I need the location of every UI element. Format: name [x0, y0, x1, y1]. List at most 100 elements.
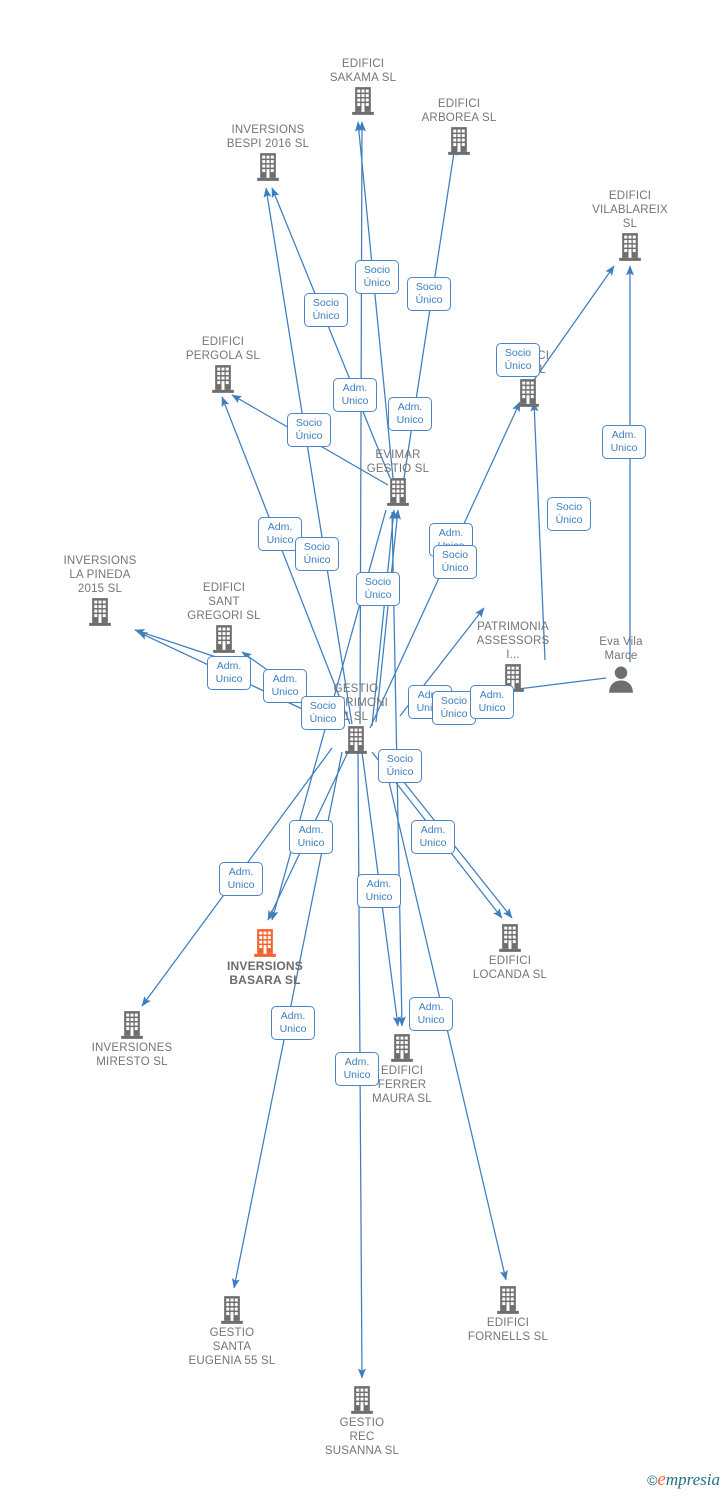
building-icon[interactable]	[30, 597, 170, 627]
graph-node-locanda[interactable]: EDIFICI LOCANDA SL	[440, 923, 580, 982]
building-icon	[499, 924, 521, 952]
relationship-tag[interactable]: Adm. Unico	[219, 862, 263, 896]
graph-node-vilablareix[interactable]: EDIFICI VILABLAREIX SL	[560, 189, 700, 262]
relationship-tag[interactable]: Adm. Unico	[470, 685, 514, 719]
relationship-tag[interactable]: Socio Único	[407, 277, 451, 311]
building-icon	[257, 153, 279, 181]
relationship-tag[interactable]: Adm. Unico	[388, 397, 432, 431]
relationship-tag[interactable]: Adm. Unico	[409, 997, 453, 1031]
building-icon	[345, 726, 367, 754]
graph-node-bespi[interactable]: INVERSIONS BESPI 2016 SL	[198, 123, 338, 182]
relationship-tag[interactable]: Socio Único	[433, 545, 477, 579]
graph-node-label: INVERSIONES MIRESTO SL	[91, 1042, 173, 1068]
empresia-watermark: ©empresia	[647, 1469, 720, 1490]
building-icon	[517, 379, 539, 407]
graph-node-label: EVIMAR GESTIO SL	[366, 449, 430, 475]
relationship-tag[interactable]: Socio Único	[356, 572, 400, 606]
building-icon[interactable]	[440, 923, 580, 953]
relationship-tag[interactable]: Adm. Unico	[333, 378, 377, 412]
relationship-tag[interactable]: Socio Único	[496, 343, 540, 377]
building-icon	[89, 598, 111, 626]
relationship-tag[interactable]: Adm. Unico	[411, 820, 455, 854]
graph-node-evavila[interactable]: Eva Vila Marce	[551, 635, 691, 694]
building-icon	[212, 365, 234, 393]
building-icon	[121, 1011, 143, 1039]
person-icon	[609, 666, 633, 693]
graph-node-evimar[interactable]: EVIMAR GESTIO SL	[328, 448, 468, 507]
relationship-tag[interactable]: Adm. Unico	[207, 656, 251, 690]
building-icon	[254, 929, 276, 957]
graph-node-label: EDIFICI SAKAMA SL	[329, 58, 397, 84]
building-icon	[221, 1296, 243, 1324]
building-icon[interactable]	[154, 624, 294, 654]
relationship-tag[interactable]: Adm. Unico	[357, 874, 401, 908]
building-icon	[391, 1034, 413, 1062]
relationship-edge	[357, 121, 366, 725]
graph-node-label: EDIFICI PERGOLA SL	[185, 336, 261, 362]
graph-node-label: INVERSIONS BASARA SL	[226, 959, 303, 987]
building-icon[interactable]	[332, 1033, 472, 1063]
building-icon[interactable]	[195, 928, 335, 958]
graph-node-ferrermaura[interactable]: EDIFICI FERRER MAURA SL	[332, 1033, 472, 1106]
building-icon[interactable]	[286, 725, 426, 755]
watermark-brand-initial: e	[657, 1469, 666, 1490]
graph-node-santgregori[interactable]: EDIFICI SANT GREGORI SL	[154, 581, 294, 654]
building-icon[interactable]	[458, 378, 598, 408]
building-icon[interactable]	[198, 152, 338, 182]
graph-node-label: EDIFICI VILABLAREIX SL	[592, 190, 668, 230]
graph-node-label: EDIFICI SANT GREGORI SL	[187, 582, 261, 622]
building-icon	[448, 127, 470, 155]
building-icon[interactable]	[153, 364, 293, 394]
relationship-tag[interactable]: Socio Único	[547, 497, 591, 531]
building-icon[interactable]	[389, 126, 529, 156]
graph-node-label: INVERSIONS LA PINEDA 2015 SL	[63, 555, 137, 595]
relationship-tag[interactable]: Adm. Unico	[271, 1006, 315, 1040]
graph-node-miresto[interactable]: INVERSIONES MIRESTO SL	[62, 1010, 202, 1069]
building-icon[interactable]	[560, 232, 700, 262]
relationship-tag[interactable]: Socio Único	[287, 413, 331, 447]
relationship-tag[interactable]: Socio Único	[301, 696, 345, 730]
relationship-tag[interactable]: Adm. Unico	[289, 820, 333, 854]
building-icon	[619, 233, 641, 261]
relationship-tag[interactable]: Socio Único	[304, 293, 348, 327]
relationship-tag[interactable]: Adm. Unico	[602, 425, 646, 459]
copyright-icon: ©	[647, 1472, 658, 1488]
graph-node-label: GESTIO REC SUSANNA SL	[324, 1417, 400, 1457]
building-icon	[497, 1286, 519, 1314]
graph-node-lapineda[interactable]: INVERSIONS LA PINEDA 2015 SL	[30, 554, 170, 627]
building-icon[interactable]	[62, 1010, 202, 1040]
relationship-tag[interactable]: Socio Único	[355, 260, 399, 294]
graph-node-pergola[interactable]: EDIFICI PERGOLA SL	[153, 335, 293, 394]
graph-node-recsusanna[interactable]: GESTIO REC SUSANNA SL	[292, 1385, 432, 1458]
graph-node-label: INVERSIONS BESPI 2016 SL	[226, 124, 310, 150]
graph-node-label: GESTIO SANTA EUGENIA 55 SL	[188, 1327, 276, 1367]
relationship-tag[interactable]: Adm. Unico	[335, 1052, 379, 1086]
building-icon[interactable]	[438, 1285, 578, 1315]
building-icon[interactable]	[293, 86, 433, 116]
relationship-tag[interactable]: Socio Único	[378, 749, 422, 783]
person-icon[interactable]	[551, 664, 691, 694]
graph-node-label: EDIFICI FORNELLS SL	[467, 1317, 549, 1343]
graph-node-label: EDIFICI FERRER MAURA SL	[372, 1065, 432, 1105]
graph-node-fornells[interactable]: EDIFICI FORNELLS SL	[438, 1285, 578, 1344]
relationship-tag[interactable]: Socio Único	[432, 691, 476, 725]
graph-node-label: EDIFICI ARBOREA SL	[421, 98, 497, 124]
watermark-brand-rest: mpresia	[665, 1470, 720, 1489]
relationship-tag[interactable]: Adm. Unico	[258, 517, 302, 551]
graph-node-label: EDIFICI LOCANDA SL	[472, 955, 548, 981]
building-icon[interactable]	[292, 1385, 432, 1415]
relationship-tag[interactable]: Socio Único	[295, 537, 339, 571]
graph-node-santaeugenia[interactable]: GESTIO SANTA EUGENIA 55 SL	[162, 1295, 302, 1368]
graph-node-label: PATRIMONIA ASSESSORS I...	[476, 621, 550, 661]
building-icon	[352, 87, 374, 115]
graph-node-basara[interactable]: INVERSIONS BASARA SL	[195, 928, 335, 987]
building-icon	[351, 1386, 373, 1414]
graph-node-patrimonia[interactable]: PATRIMONIA ASSESSORS I...	[443, 620, 583, 693]
building-icon[interactable]	[328, 477, 468, 507]
building-icon[interactable]	[162, 1295, 302, 1325]
graph-node-sakama[interactable]: EDIFICI SAKAMA SL	[293, 57, 433, 116]
relationship-tag[interactable]: Adm. Unico	[263, 669, 307, 703]
graph-node-arborea[interactable]: EDIFICI ARBOREA SL	[389, 97, 529, 156]
building-icon	[213, 625, 235, 653]
